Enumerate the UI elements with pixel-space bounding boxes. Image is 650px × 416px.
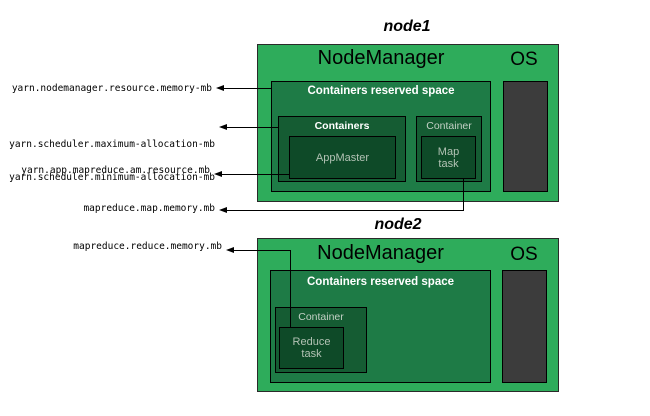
node1-map-task-box: Map task (421, 136, 476, 179)
connector-reduce-memory-hline (233, 250, 290, 251)
node1-title: node1 (383, 18, 431, 35)
node2-os-memory-block (502, 270, 547, 383)
node2-reduce-task-box: Reduce task (279, 327, 344, 369)
node1-map-task-label-line1: Map (437, 145, 460, 158)
node2-nodemanager-label: NodeManager (317, 242, 444, 264)
connector-scheduler-line (226, 127, 278, 128)
node2-reserved-space-label: Containers reserved space (306, 276, 455, 288)
node2-title: node2 (374, 216, 422, 233)
config-label-am-resource: yarn.app.mapreduce.am.resource.mb (21, 165, 210, 176)
arrowhead-left-icon (216, 84, 224, 91)
node2-reduce-task-label-line1: Reduce (292, 336, 331, 348)
arrowhead-left-icon (214, 170, 222, 177)
node1-map-task-label-line2: task (438, 157, 459, 170)
node1-os-memory-block (503, 81, 548, 192)
connector-map-memory-vline (463, 179, 464, 211)
config-label-map-memory: mapreduce.map.memory.mb (83, 203, 215, 214)
node1-nodemanager-label: NodeManager (317, 47, 445, 69)
arrowhead-left-icon (226, 246, 234, 253)
node2-os-label: OS (510, 244, 538, 265)
config-label-scheduler-max: yarn.scheduler.maximum-allocation-mb (9, 139, 215, 150)
arrowhead-left-icon (219, 206, 227, 213)
connector-map-memory-hline (226, 210, 463, 211)
node1-appmaster-label: AppMaster (315, 151, 370, 164)
connector-nm-resource-line (223, 88, 271, 89)
node1-reserved-space-label: Containers reserved space (307, 85, 455, 97)
config-label-scheduler-allocation: yarn.scheduler.maximum-allocation-mb yar… (9, 117, 215, 205)
node2-reduce-task-label-line2: task (301, 348, 322, 360)
config-label-scheduler-min: yarn.scheduler.minimum-allocation-mb (9, 172, 215, 183)
node1-os-label: OS (510, 49, 538, 70)
connector-am-resource-line (221, 174, 289, 175)
node1-map-container-label: Container (426, 120, 472, 132)
node2-reduce-container-label: Container (298, 311, 344, 323)
node1-appmaster-box: AppMaster (289, 136, 396, 179)
arrowhead-left-icon (219, 123, 227, 130)
connector-reduce-memory-vline (290, 250, 291, 328)
node1-containers-label: Containers (314, 120, 370, 132)
config-label-nodemanager-resource-memory: yarn.nodemanager.resource.memory-mb (11, 83, 212, 94)
config-label-reduce-memory: mapreduce.reduce.memory.mb (73, 241, 222, 252)
